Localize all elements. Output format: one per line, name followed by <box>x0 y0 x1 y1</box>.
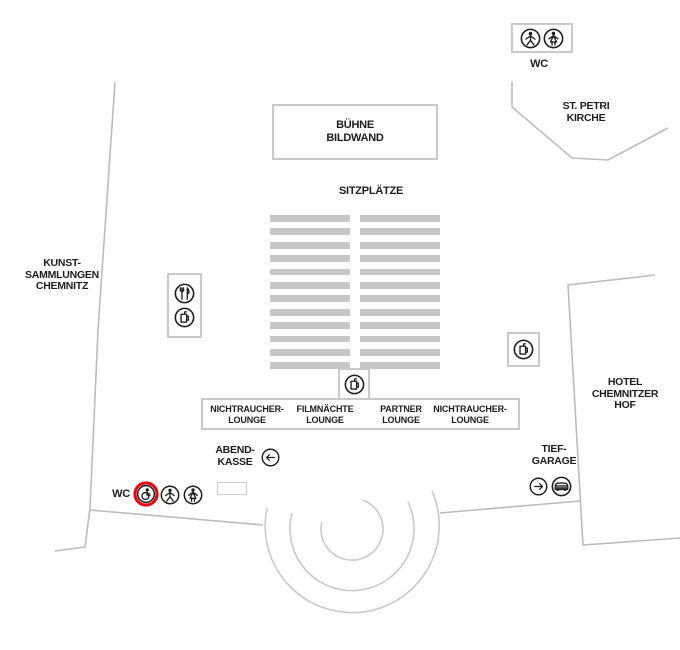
fountain-outer-arc <box>264 490 440 614</box>
wc-top-label: WC <box>530 58 548 70</box>
female-icon <box>183 485 203 505</box>
food-icon <box>174 283 195 304</box>
seat-row <box>270 362 350 370</box>
seat-row <box>270 255 350 262</box>
seat-row <box>270 295 350 303</box>
seating-label: SITZPLÄTZE <box>338 185 404 197</box>
seat-row <box>360 268 440 276</box>
lounge-filmnaechte: FILMNÄCHTE LOUNGE <box>296 404 354 425</box>
drink-icon <box>513 339 534 360</box>
seat-row <box>270 228 350 236</box>
seat-row <box>270 348 350 356</box>
fountain-inner-arc <box>320 499 384 561</box>
seat-row <box>270 335 350 343</box>
lounge-partner: PARTNER LOUNGE <box>380 404 422 425</box>
abendkasse-booth <box>217 482 247 495</box>
seat-row <box>270 268 350 276</box>
wc-top-box <box>511 23 573 53</box>
kunstsammlungen-label: KUNST- SAMMLUNGEN CHEMNITZ <box>25 257 99 292</box>
arrow-right-icon <box>529 477 548 496</box>
seat-row <box>360 228 440 236</box>
seat-row <box>360 322 440 329</box>
hotel-label: HOTEL CHEMNITZER HOF <box>591 376 659 411</box>
drink-box-right <box>507 332 540 367</box>
left-boundary-line <box>54 81 116 552</box>
street-edge-left <box>89 509 264 526</box>
arrow-left-icon <box>261 448 280 467</box>
tiefgarage-label: TIEF- GARAGE <box>531 443 577 467</box>
abendkasse-label: ABEND- KASSE <box>215 444 255 468</box>
seat-row <box>270 241 350 249</box>
lounge-nichtraucher-1: NICHTRAUCHER- LOUNGE <box>210 404 284 425</box>
drink-icon <box>174 307 195 328</box>
male-icon <box>520 28 541 49</box>
seat-row <box>270 308 350 316</box>
st-petri-label: ST. PETRI KIRCHE <box>562 100 610 124</box>
seat-row <box>360 308 440 316</box>
seat-row <box>360 348 440 356</box>
wc-bottom-label: WC <box>112 488 130 500</box>
seat-row <box>360 295 440 303</box>
church-outline <box>511 81 669 161</box>
seating-column <box>360 215 440 370</box>
seat-row <box>360 215 440 222</box>
food-drink-box <box>167 273 202 338</box>
lounge-strip: NICHTRAUCHER- LOUNGE FILMNÄCHTE LOUNGE P… <box>201 398 520 430</box>
stage-box: BÜHNE BILDWAND <box>272 104 438 160</box>
seating-column <box>270 215 350 370</box>
lounge-nichtraucher-2: NICHTRAUCHER- LOUNGE <box>433 404 507 425</box>
seat-row <box>360 362 440 370</box>
drink-icon <box>344 374 365 395</box>
drink-box-center <box>338 368 370 400</box>
wheelchair-icon <box>133 481 159 507</box>
seat-row <box>270 281 350 289</box>
seat-row <box>360 241 440 249</box>
fountain-middle-arc <box>289 501 415 592</box>
seat-row <box>360 335 440 343</box>
seat-row <box>360 281 440 289</box>
seat-row <box>270 322 350 329</box>
female-icon <box>543 28 564 49</box>
hotel-outline <box>567 274 680 546</box>
stage-label: BÜHNE BILDWAND <box>326 119 384 144</box>
car-icon <box>551 476 572 497</box>
male-icon <box>160 485 180 505</box>
street-edge-right <box>439 500 581 514</box>
seat-row <box>360 255 440 262</box>
seat-row <box>270 215 350 222</box>
